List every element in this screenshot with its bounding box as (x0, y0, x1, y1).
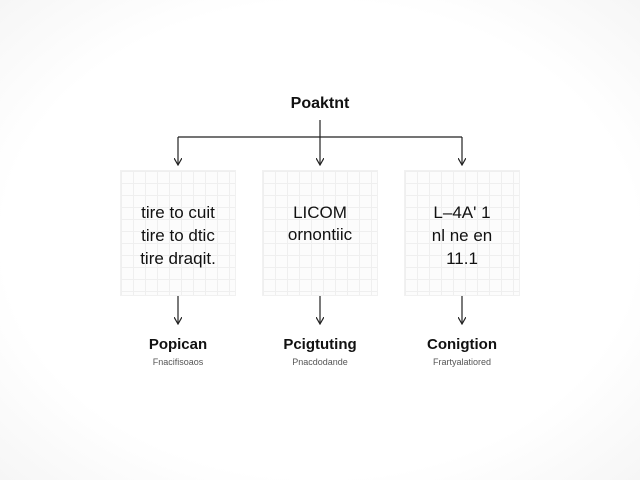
branch-3-label: Conigtion (427, 336, 497, 353)
box-3-line-3: 11.1 (446, 249, 478, 268)
branch-box-3: L–4A' 1 nl ne en 11.1 (404, 170, 520, 296)
branch-1-label: Popican (148, 336, 208, 353)
branch-1-sublabel: Fnacifisoaos (152, 357, 204, 367)
box-1-line-3: tire draqit. (140, 249, 216, 268)
box-2-line-2: ornontiic (287, 225, 353, 244)
branch-box-1: tire to cuit tire to dtic tire draqit. (120, 170, 236, 296)
box-2-line-1: LICOM (293, 203, 347, 222)
box-3-line-1: L–4A' 1 (433, 203, 491, 222)
box-3-line-2: nl ne en (431, 226, 493, 245)
branch-2-sublabel: Pnacdodande (292, 357, 348, 367)
root-node-title: Poaktnt (290, 95, 350, 112)
branch-3-sublabel: Frartyalatiored (432, 357, 492, 367)
box-1-line-2: tire to dtic (141, 226, 215, 245)
branch-box-2: LICOM ornontiic (262, 170, 378, 296)
box-1-line-1: tire to cuit (141, 203, 215, 222)
branch-2-label: Pcigtuting (283, 336, 357, 353)
